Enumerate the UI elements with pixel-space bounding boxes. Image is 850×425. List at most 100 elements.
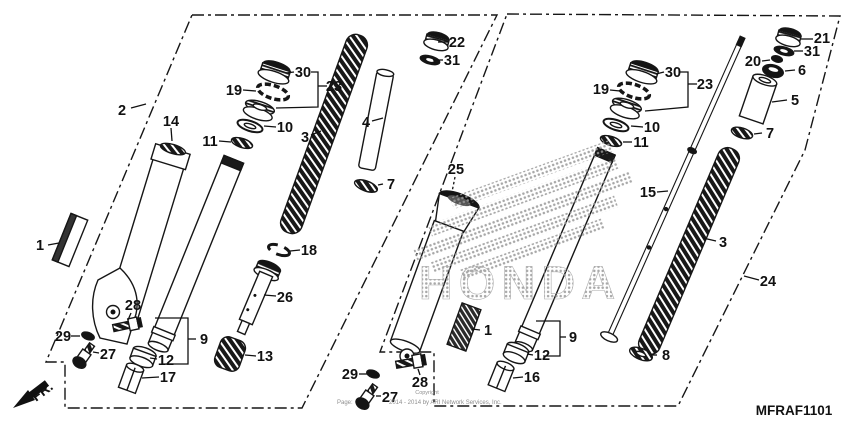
callout-label-R11: 11 [633, 135, 648, 151]
callout-label-L7: 7 [387, 177, 395, 193]
callout-label-L23: 23 [326, 79, 342, 95]
callout-label-L18: 18 [301, 243, 317, 259]
callout-label-L19: 19 [226, 83, 242, 99]
callout-label-L13: 13 [257, 349, 273, 365]
callout-label-R19: 19 [593, 82, 609, 98]
fr-direction-indicator: FR. [13, 378, 56, 408]
sealing-washer-29-right [366, 369, 380, 379]
leader-line-R24 [743, 275, 760, 281]
leader-line-L7 [377, 183, 384, 186]
callout-bracket-L23 [275, 71, 319, 109]
leader-line-R19 [609, 89, 621, 92]
callout-bracket-L9 [155, 317, 189, 365]
callout-label-R31: 31 [804, 44, 820, 60]
leader-line-L13 [244, 354, 257, 357]
callout-label-L28: 28 [125, 298, 141, 314]
callout-label-R27: 27 [382, 390, 398, 406]
washer-10-left [236, 118, 264, 134]
fork-cap-30-right [625, 60, 660, 85]
leader-line-R15 [656, 190, 669, 193]
leader-line-L17 [141, 376, 160, 379]
callout-label-L3: 3 [301, 130, 309, 146]
callout-label-L27: 27 [100, 347, 116, 363]
spring-clip-left [353, 179, 379, 193]
callout-label-R10: 10 [644, 120, 660, 136]
oil-seal-right [609, 97, 642, 120]
callout-label-R15: 15 [640, 185, 656, 201]
washer-10-right [602, 117, 630, 133]
leader-line-L26 [263, 294, 277, 297]
callout-label-L14: 14 [163, 114, 179, 130]
callout-label-L17: 17 [160, 370, 176, 386]
inner-fork-tube-left [147, 154, 245, 353]
leader-line-L10 [263, 125, 277, 128]
honda-watermark: HONDA [413, 139, 634, 309]
fork-spring-left [279, 33, 369, 235]
callout-label-L11: 11 [202, 134, 217, 150]
callout-label-R21: 21 [814, 31, 830, 47]
callout-label-R3: 3 [719, 235, 727, 251]
o-ring-20 [770, 55, 784, 63]
callout-label-R28: 28 [412, 375, 428, 391]
leader-line-L27 [92, 351, 100, 354]
bleeder-27-right [355, 382, 379, 410]
footer-copyright-line2: 2014 - 2014 by ARI Network Services, Inc… [389, 400, 502, 406]
footer-copyright-line1: Copyright [415, 390, 439, 396]
slider-bush-12-right [502, 341, 530, 365]
callout-label-L9: 9 [200, 332, 208, 348]
callout-label-L2: 2 [118, 103, 126, 119]
callout-label-L10: 10 [277, 120, 293, 136]
callout-label-R29: 29 [342, 367, 358, 383]
spring-seat-8 [628, 346, 654, 362]
callout-label-R6: 6 [798, 63, 806, 79]
leader-line-L4 [371, 117, 384, 122]
right-assembly-art [355, 27, 803, 410]
footer-page-label: Page: [337, 400, 353, 406]
leader-line-L12 [149, 357, 158, 360]
left-assembly-box [44, 14, 499, 409]
clip-18 [267, 242, 291, 258]
bush-11-left [230, 136, 254, 150]
leader-line-L2 [130, 103, 147, 109]
damper-rod-15 [600, 35, 746, 343]
socket-bolt-28-left [111, 316, 143, 333]
leader-line-R6 [784, 69, 796, 72]
leader-line-L11 [218, 140, 232, 143]
leader-line-L18 [289, 249, 301, 252]
collar-6 [762, 63, 784, 79]
fork-cap-30-left [257, 60, 292, 85]
callout-label-L29: 29 [55, 329, 71, 345]
callout-label-R9: 9 [569, 330, 577, 346]
seat-pipe-left [358, 68, 395, 171]
callout-label-L12: 12 [158, 353, 174, 369]
washer-31-right [773, 45, 795, 57]
leader-line-R3 [702, 237, 717, 242]
callout-label-R8: 8 [662, 348, 670, 364]
leader-line-R10 [630, 125, 644, 128]
leader-line-L28 [127, 312, 132, 321]
callout-label-R1: 1 [484, 323, 492, 339]
left-assembly-art [51, 31, 451, 395]
leader-line-R1 [471, 328, 481, 331]
leader-line-L1 [47, 242, 60, 246]
callout-label-L1: 1 [36, 238, 44, 254]
leader-line-R16 [512, 376, 524, 379]
callout-label-L30: 30 [295, 65, 311, 81]
footer: Page: Copyright 2014 - 2014 by ARI Netwo… [337, 390, 833, 418]
fork-cap-21 [775, 27, 803, 48]
callout-label-L4: 4 [362, 115, 370, 131]
leader-line-R30 [655, 71, 665, 75]
bleeder-27-left [72, 341, 96, 369]
reflector-pad-right [446, 302, 482, 352]
leader-line-R28 [417, 368, 421, 376]
callout-label-R12: 12 [534, 348, 550, 364]
leader-line-R25 [451, 176, 456, 193]
callout-label-R7: 7 [766, 126, 774, 142]
callout-label-R5: 5 [791, 93, 799, 109]
leader-line-L3 [310, 130, 322, 136]
sealing-washer-29-left [81, 331, 95, 341]
callout-bracket-R9 [536, 320, 561, 357]
